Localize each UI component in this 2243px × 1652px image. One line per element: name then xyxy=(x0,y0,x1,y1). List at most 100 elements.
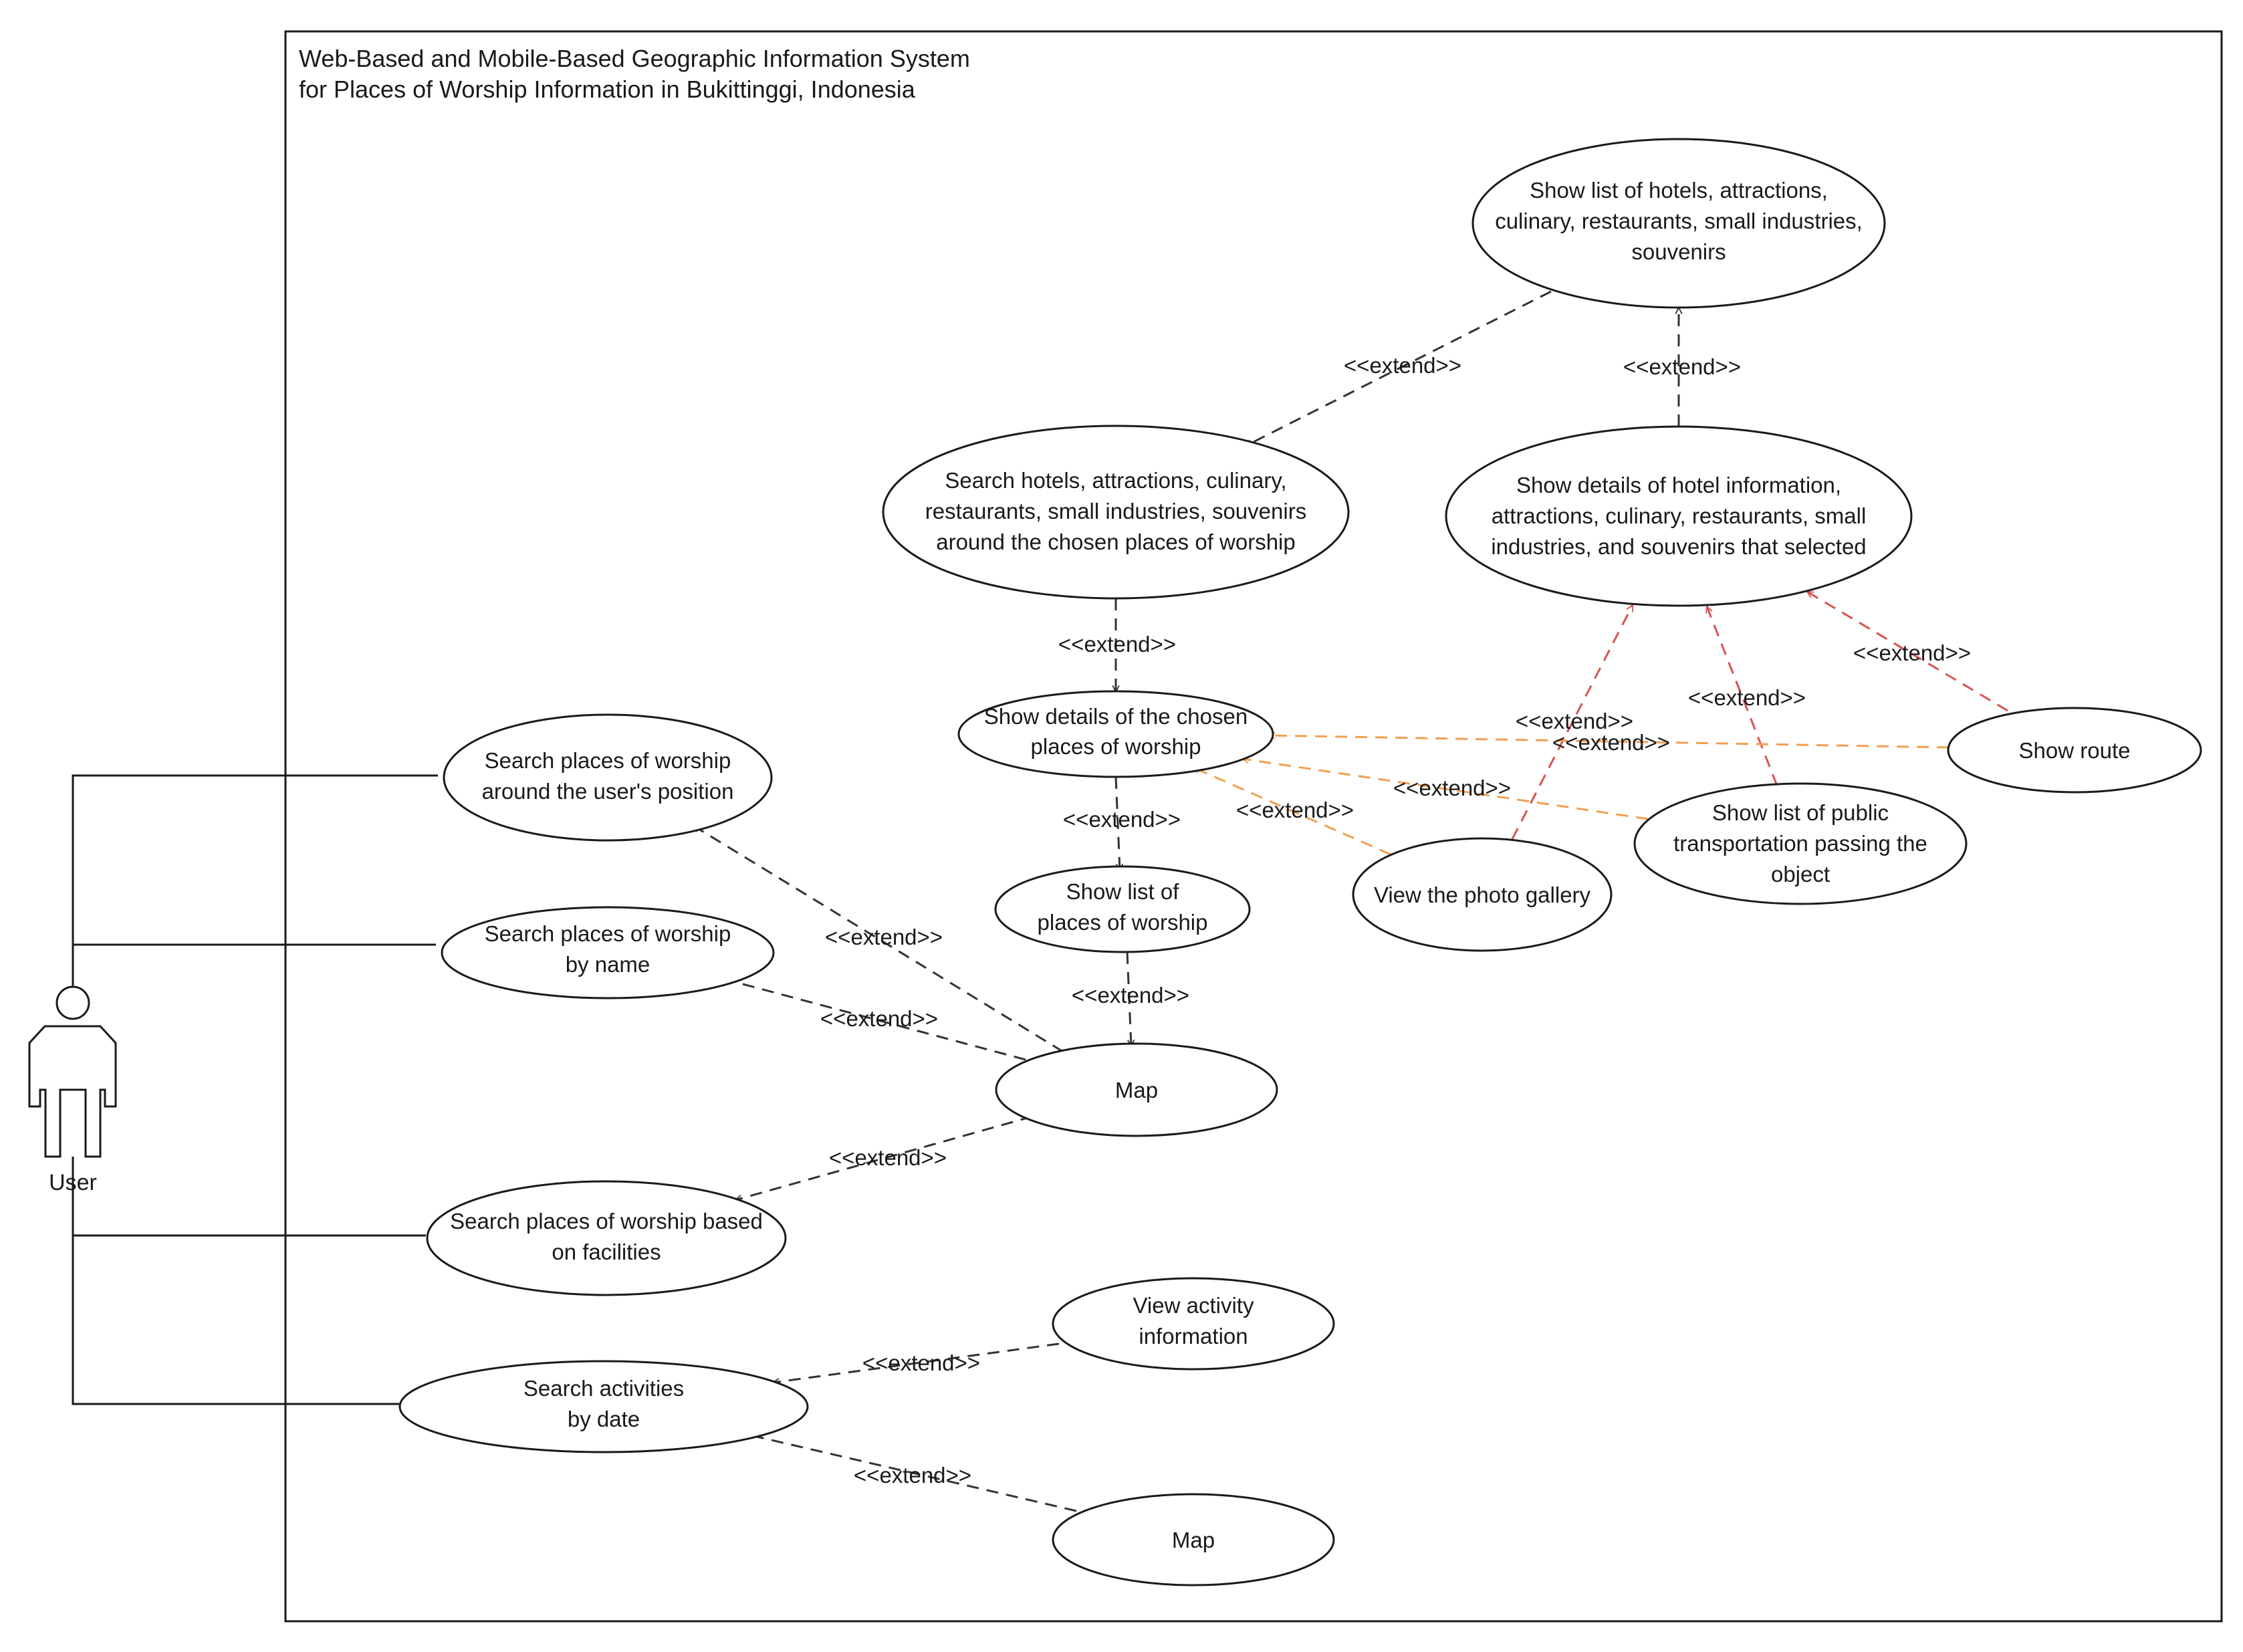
uc-text: by date xyxy=(568,1407,640,1431)
extend-arrow xyxy=(1511,605,1634,840)
extend-label: <<extend>> xyxy=(1623,354,1741,379)
uc-text: Search places of worship xyxy=(485,921,731,946)
system-boundary xyxy=(284,30,2223,1623)
extend-arrow xyxy=(1246,290,1552,447)
uc-text: by name xyxy=(566,952,651,977)
extend-label: <<extend>> xyxy=(1058,632,1176,657)
uc-search-by-facilities: Search places of worship based on facili… xyxy=(426,1180,787,1296)
extend-label: <<extend>> xyxy=(820,1006,938,1031)
uc-search-activities-by-date: Search activities by date xyxy=(398,1360,809,1453)
uc-show-route: Show route xyxy=(1947,707,2202,794)
extend-label: <<extend>> xyxy=(1393,776,1511,800)
uc-oval xyxy=(882,425,1350,600)
extend-label: <<extend>> xyxy=(1063,807,1181,832)
uc-show-list-worship: Show list of places of worship xyxy=(994,865,1251,953)
uc-oval xyxy=(1471,138,1886,309)
association-line xyxy=(72,1157,399,1405)
uc-view-activity-info: View activity information xyxy=(1052,1277,1335,1371)
uc-text: Show details of hotel information, xyxy=(1516,473,1841,497)
uc-oval xyxy=(1445,425,1913,607)
uc-text: places of worship xyxy=(1038,910,1208,935)
uc-text: industries, and souvenirs that selected xyxy=(1491,534,1866,559)
extend-arrow xyxy=(725,979,1026,1061)
uc-text: on facilities xyxy=(552,1240,661,1264)
uc-view-photo-gallery: View the photo gallery xyxy=(1352,837,1613,952)
system-title-line-2: for Places of Worship Information in Buk… xyxy=(299,76,916,103)
uc-oval xyxy=(398,1360,809,1453)
uc-search-by-name: Search places of worship by name xyxy=(441,906,775,999)
uc-oval xyxy=(443,713,773,842)
extend-arrow xyxy=(1269,735,1950,749)
uc-text: Show details of the chosen xyxy=(984,704,1248,729)
uc-text: Show list of public xyxy=(1712,800,1889,825)
uc-text: restaurants, small industries, souvenirs xyxy=(925,499,1306,523)
uc-search-around-user: Search places of worship around the user… xyxy=(443,713,773,842)
uc-text: transportation passing the xyxy=(1673,831,1927,856)
extend-arrow xyxy=(1193,768,1391,856)
uc-search-hotels: Search hotels, attractions, culinary, re… xyxy=(882,425,1350,600)
extend-arrow xyxy=(735,1115,1033,1200)
extend-arrow xyxy=(1707,606,1778,786)
extend-label: <<extend>> xyxy=(1072,983,1189,1008)
uc-text: attractions, culinary, restaurants, smal… xyxy=(1492,503,1867,528)
uc-oval xyxy=(1947,707,2202,794)
uc-text: places of worship xyxy=(1031,734,1201,759)
extend-label: <<extend>> xyxy=(1344,353,1461,378)
uc-show-list-hotels: Show list of hotels, attractions, culina… xyxy=(1471,138,1886,309)
uc-text: around the user's position xyxy=(482,779,734,804)
extend-label: <<extend>> xyxy=(862,1350,980,1375)
uc-text: View the photo gallery xyxy=(1374,882,1591,907)
extend-labels: <<extend>> <<extend>> <<extend>> <<exten… xyxy=(820,353,1971,1488)
extend-arrow xyxy=(693,824,1064,1053)
extend-arrow xyxy=(1126,951,1131,1046)
extend-label: <<extend>> xyxy=(1853,640,1971,665)
uc-oval xyxy=(994,865,1251,953)
uc-text: Search activities xyxy=(523,1376,684,1401)
uc-oval xyxy=(426,1180,787,1296)
uc-text: View activity xyxy=(1133,1293,1254,1318)
uc-text: Show list of xyxy=(1066,879,1180,904)
uc-text: Search places of worship based xyxy=(450,1209,763,1233)
uc-map-2: Map xyxy=(1052,1493,1335,1586)
uc-map: Map xyxy=(995,1042,1278,1137)
uc-text: souvenirs xyxy=(1631,239,1726,264)
extend-relations xyxy=(693,290,2008,1512)
extend-label: <<extend>> xyxy=(1552,730,1670,755)
uc-text: Search hotels, attractions, culinary, xyxy=(945,468,1286,493)
uc-text: information xyxy=(1139,1324,1248,1348)
association-line xyxy=(72,774,438,987)
uc-text: culinary, restaurants, small industries, xyxy=(1495,209,1863,233)
system-title-line-1: Web-Based and Mobile-Based Geographic In… xyxy=(299,45,970,72)
extend-arrow xyxy=(1242,759,1649,820)
uc-text: around the chosen places of worship xyxy=(936,529,1296,554)
uc-oval xyxy=(1052,1493,1335,1586)
extend-arrow xyxy=(773,1342,1060,1383)
uc-text: Map xyxy=(1115,1078,1158,1102)
uc-oval xyxy=(1633,782,1968,905)
uc-oval xyxy=(957,690,1274,778)
extend-label: <<extend>> xyxy=(1236,798,1354,822)
uc-oval xyxy=(1352,837,1613,952)
uc-oval xyxy=(995,1042,1278,1137)
uc-text: Show list of hotels, attractions, xyxy=(1530,178,1828,203)
extend-label: <<extend>> xyxy=(829,1145,947,1170)
associations xyxy=(72,774,438,1405)
extend-label: <<extend>> xyxy=(1688,685,1806,710)
extend-label: <<extend>> xyxy=(825,925,943,949)
uc-text: Show route xyxy=(2019,738,2131,763)
uc-text: object xyxy=(1771,862,1830,887)
extend-arrow xyxy=(745,1434,1077,1512)
uc-text: Search places of worship xyxy=(485,748,731,773)
extend-label: <<extend>> xyxy=(854,1463,971,1488)
uc-text: Map xyxy=(1172,1528,1215,1552)
uc-show-list-public-transport: Show list of public transportation passi… xyxy=(1633,782,1968,905)
uc-show-details-hotel: Show details of hotel information, attra… xyxy=(1445,425,1913,607)
uc-show-details-worship: Show details of the chosen places of wor… xyxy=(957,690,1274,778)
uc-oval xyxy=(441,906,775,999)
actor-head xyxy=(55,985,90,1020)
extend-arrow xyxy=(1114,776,1120,870)
uc-oval xyxy=(1052,1277,1335,1371)
actor-body xyxy=(28,1025,117,1158)
extend-label: <<extend>> xyxy=(1516,709,1633,733)
